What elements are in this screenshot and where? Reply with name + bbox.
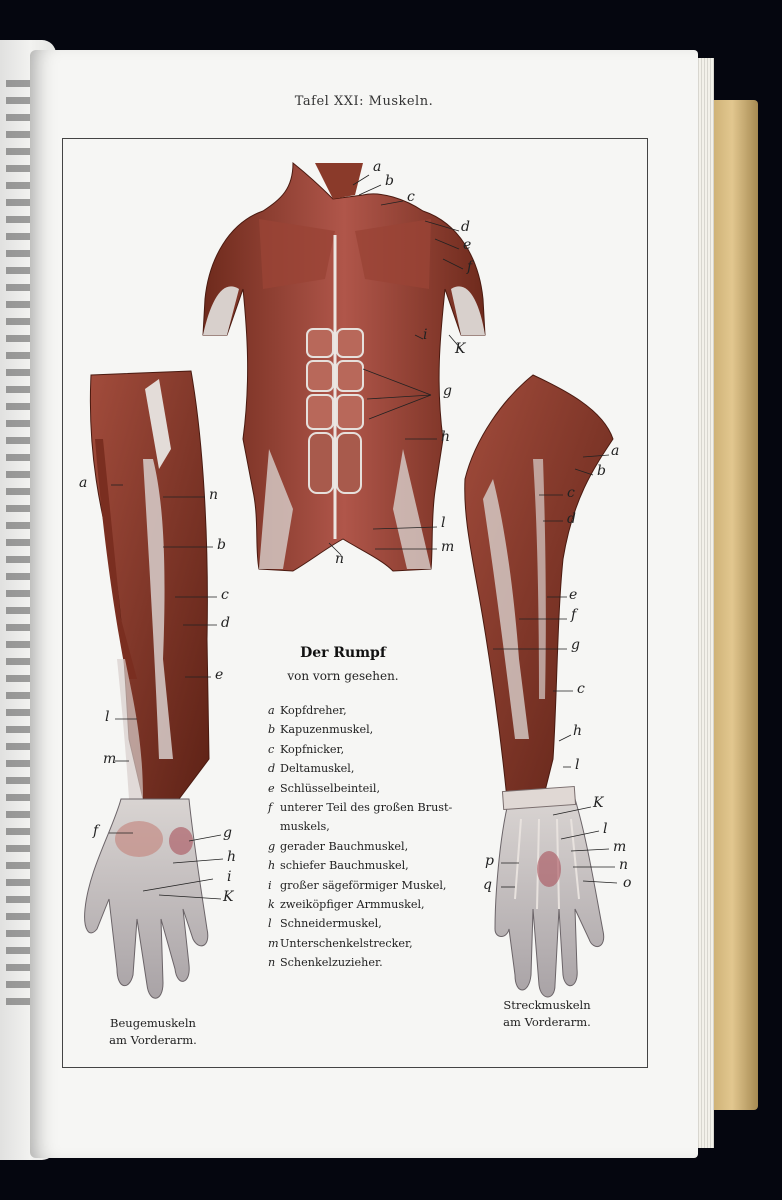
right-arm-leader-lines — [493, 454, 618, 888]
right-arm-label: l — [603, 821, 608, 837]
right-arm-label: K — [593, 795, 604, 811]
left-arm-label: d — [221, 615, 230, 631]
torso-label: K — [455, 341, 466, 357]
left-arm-label: c — [221, 587, 229, 603]
right-arm-label: n — [619, 857, 629, 873]
torso-subtitle: von vorn gesehen. — [287, 669, 399, 683]
right-arm-label: o — [623, 875, 632, 891]
torso-label: b — [385, 173, 394, 189]
left-arm-figure — [84, 370, 210, 999]
right-arm-label: m — [613, 839, 627, 855]
torso-figure — [202, 161, 486, 572]
right-arm-label: a — [611, 443, 620, 459]
right-arm-label: p — [485, 853, 494, 869]
left-arm-label: l — [105, 709, 110, 725]
torso-label: d — [461, 219, 470, 235]
running-head: Tafel XXI: Muskeln. — [294, 94, 434, 109]
book-cover-edge — [706, 100, 758, 1110]
right-arm-label: c — [567, 485, 575, 501]
left-arm-label: i — [227, 869, 232, 885]
anatomy-illustration — [84, 161, 618, 999]
right-arm-caption: Streckmuskeln am Vorderarm. — [503, 998, 591, 1029]
right-arm-label: h — [573, 723, 583, 739]
right-arm-label: d — [567, 511, 576, 527]
right-arm-label: e — [569, 587, 578, 603]
torso-label: e — [463, 237, 472, 253]
left-arm-label: e — [215, 667, 224, 683]
torso-label: g — [443, 383, 452, 399]
left-arm-label: K — [223, 889, 234, 905]
plate-frame: a b c d e f i K g h l m n a n b c d e l … — [62, 138, 648, 1068]
left-arm-label: a — [79, 475, 88, 491]
right-arm-label: c — [577, 681, 585, 697]
right-arm-label: b — [597, 463, 606, 479]
right-arm-label: f — [571, 607, 577, 623]
plate-page: Tafel XXI: Muskeln. — [30, 50, 698, 1158]
left-arm-label: m — [103, 751, 117, 767]
legend-item: mUnterschenkelstrecker, — [268, 936, 413, 950]
right-arm-label: g — [571, 637, 580, 653]
torso-leader-lines — [328, 174, 464, 556]
torso-label: l — [441, 515, 446, 531]
right-arm-label: l — [575, 757, 580, 773]
left-arm-label: h — [227, 849, 237, 865]
legend-item-continuation: muskels, — [280, 820, 330, 834]
torso-label: a — [373, 159, 382, 175]
torso-label: f — [467, 259, 473, 275]
torso-label: n — [335, 551, 345, 567]
torso-label: i — [423, 327, 428, 343]
left-arm-label: b — [217, 537, 226, 553]
torso-label: h — [441, 429, 451, 445]
right-arm-label: q — [483, 877, 492, 893]
torso-label: c — [407, 189, 415, 205]
torso-label: m — [441, 539, 455, 555]
left-arm-label: f — [93, 823, 99, 839]
left-arm-caption: Beugemuskeln am Vorderarm. — [109, 1016, 197, 1047]
left-arm-label: g — [223, 825, 232, 841]
torso-title: Der Rumpf — [300, 645, 386, 661]
right-arm-figure — [464, 374, 614, 998]
left-arm-leader-lines — [109, 484, 224, 900]
left-arm-label: n — [209, 487, 219, 503]
